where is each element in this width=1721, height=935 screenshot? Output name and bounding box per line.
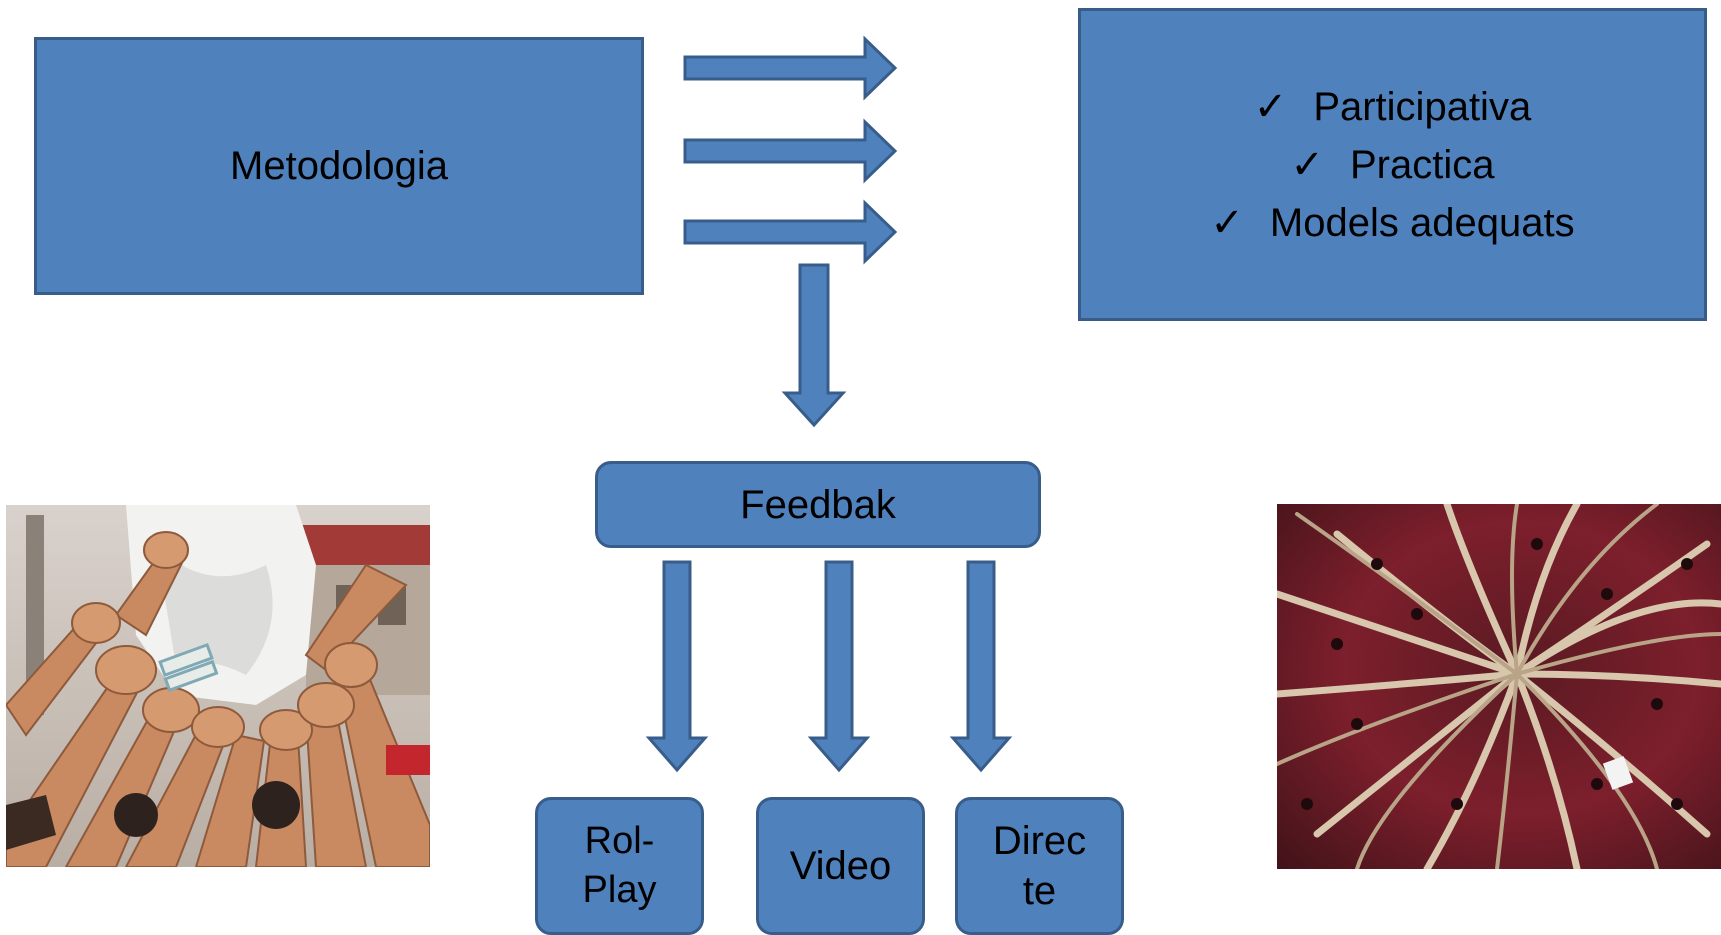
quality-models-adequats: Models adequats (1269, 200, 1575, 245)
roleplay-box: Rol- Play (535, 797, 704, 935)
arrow-right-2 (683, 118, 898, 184)
metodologia-label: Metodologia (230, 144, 448, 188)
directe-box: Direc te (955, 797, 1124, 935)
metodologia-box: Metodologia (34, 37, 644, 295)
arrow-down-roleplay (645, 560, 709, 773)
arrow-down-video (807, 560, 871, 773)
arrow-right-3 (683, 199, 898, 265)
roleplay-label-line1: Rol- (584, 819, 655, 862)
arrow-down-feedback (781, 263, 847, 428)
checkmark-icon: ✓ (1210, 200, 1244, 245)
feedback-label: Feedbak (740, 482, 896, 527)
checkmark-icon: ✓ (1290, 142, 1324, 187)
quality-item: ✓ Models adequats (1210, 194, 1574, 252)
checkmark-icon: ✓ (1253, 84, 1288, 129)
quality-item: ✓ Participativa (1254, 78, 1531, 136)
quality-item: ✓ Practica (1290, 136, 1494, 194)
qualities-box: ✓ Participativa ✓ Practica ✓ Models adequat… (1078, 8, 1707, 321)
video-label: Video (789, 844, 892, 888)
hands-raising-person-photo (6, 505, 430, 867)
feedback-box: Feedbak (595, 461, 1041, 548)
quality-participativa: Participativa (1313, 84, 1532, 129)
arrow-down-directe (949, 560, 1013, 773)
roleplay-label-line2: Play (582, 869, 657, 911)
directe-label-line2: te (1022, 869, 1057, 913)
video-box: Video (756, 797, 925, 935)
quality-practica: Practica (1350, 142, 1495, 187)
qualities-list: ✓ Participativa ✓ Practica ✓ Models adequat… (1210, 78, 1574, 252)
directe-label-line1: Direc (992, 819, 1087, 863)
arrow-right-1 (683, 35, 898, 101)
castell-human-tower-top-view-photo (1277, 504, 1721, 869)
